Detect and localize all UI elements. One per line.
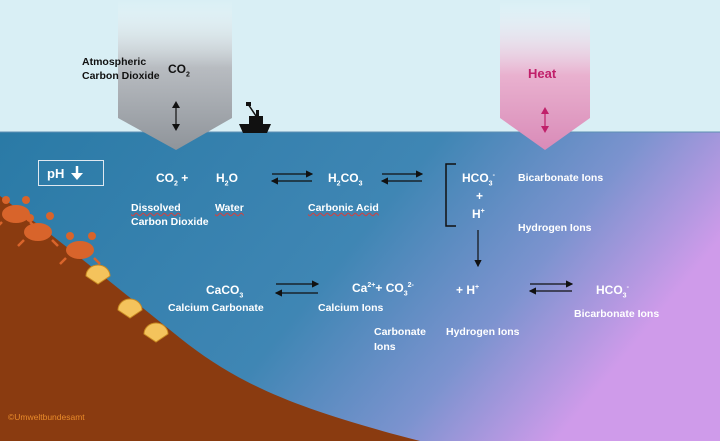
hydrogen-ion-formula-2: + H+: [456, 283, 480, 297]
dissolved-carbon-dioxide-label: Carbon Dioxide: [131, 216, 209, 228]
water-label: Water: [215, 202, 244, 214]
shell-icon: [85, 264, 169, 343]
atmospheric-co2-formula: CO2: [168, 62, 190, 79]
carbonate-ions-label: Ions: [374, 341, 396, 353]
co2-exchange-arrow: [172, 101, 180, 131]
bicarbonate-formula-2: HCO3-: [596, 283, 629, 300]
bracket: [445, 163, 456, 227]
heat-exchange-arrow: [541, 107, 549, 133]
atmospheric-label: Atmospheric: [82, 56, 147, 68]
heat-label: Heat: [528, 66, 557, 81]
ship-icon: [239, 102, 271, 133]
calcium-carbonate-formula: CaCO3: [206, 283, 244, 300]
carbonic-acid-formula: H2CO3: [328, 171, 363, 188]
ph-label: pH: [47, 165, 65, 181]
hydrogen-ion-formula: H+: [472, 207, 485, 221]
bicarbonate-formula: HCO3-: [462, 171, 495, 188]
bicarbonate-ions-label: Bicarbonate Ions: [518, 172, 604, 184]
reaction-arrows: [270, 170, 574, 297]
water-formula: H2O: [216, 171, 238, 188]
crab-icon: [0, 196, 101, 265]
ph-decrease-box: pH: [38, 160, 104, 186]
carbonic-acid-label: Carbonic Acid: [308, 202, 379, 214]
hydrogen-ions-label-2: Hydrogen Ions: [446, 326, 520, 338]
heat-cone: [500, 0, 590, 150]
co2-exchange-cone: [118, 0, 232, 150]
hydrogen-ions-label: Hydrogen Ions: [518, 222, 592, 234]
calcium-ion-formula: Ca2++ CO32-: [352, 281, 414, 298]
copyright-text: ©Umweltbundesamt: [8, 412, 85, 422]
seafloor: [0, 196, 420, 441]
carbonate-label: Carbonate: [374, 326, 426, 338]
bicarbonate-ions-label-2: Bicarbonate Ions: [574, 308, 660, 320]
dissolved-co2-formula: CO2 +: [156, 171, 189, 188]
calcium-carbonate-label: Calcium Carbonate: [168, 302, 264, 314]
carbon-dioxide-label: Carbon Dioxide: [82, 70, 160, 82]
calcium-ions-label: Calcium Ions: [318, 302, 384, 314]
plus-sign: +: [476, 189, 484, 203]
dissolved-label: Dissolved: [131, 202, 181, 214]
arrow-down-icon: [71, 166, 84, 180]
